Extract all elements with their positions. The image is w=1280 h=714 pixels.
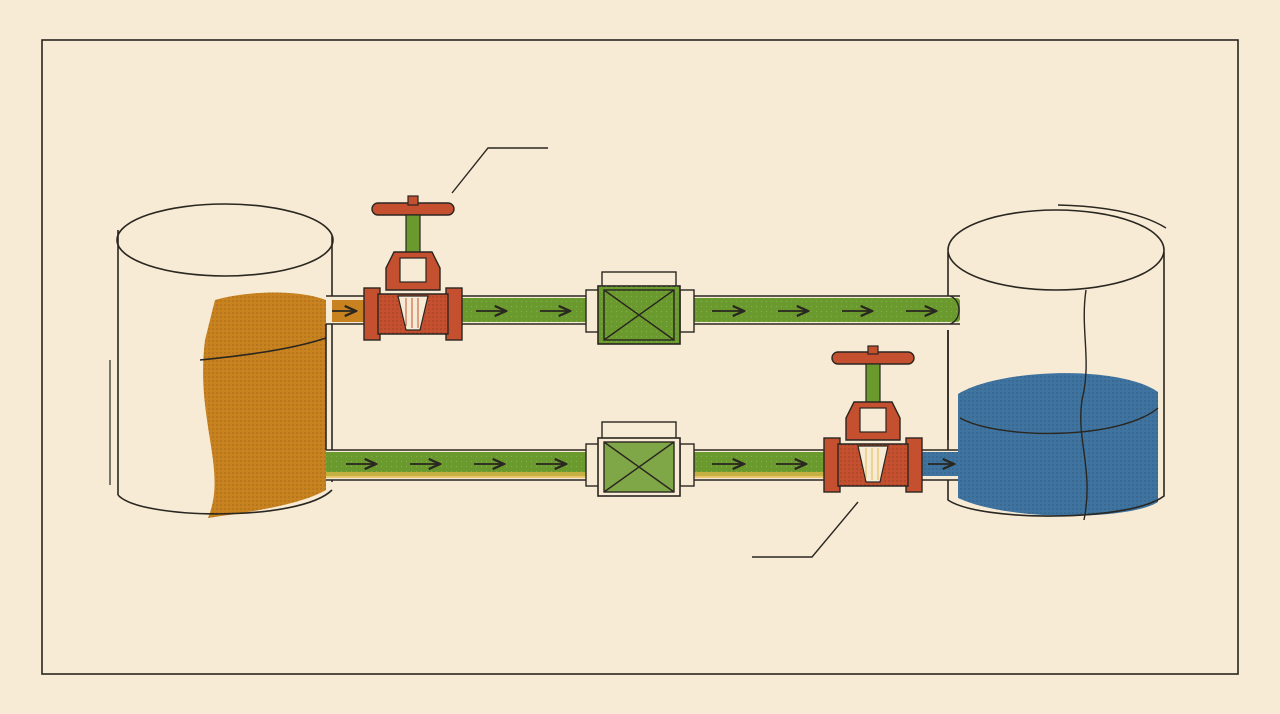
bottom-gate-valve bbox=[823, 345, 923, 493]
top-gate-valve bbox=[363, 195, 463, 341]
right-tank bbox=[947, 204, 1167, 521]
diagram-frame bbox=[41, 39, 1239, 675]
top-valve-callout-leader bbox=[451, 147, 548, 194]
bottom-valve-callout-leader bbox=[752, 501, 859, 558]
bottom-flow-meter bbox=[585, 421, 695, 497]
left-tank bbox=[109, 203, 334, 518]
top-flow-meter bbox=[585, 271, 695, 345]
